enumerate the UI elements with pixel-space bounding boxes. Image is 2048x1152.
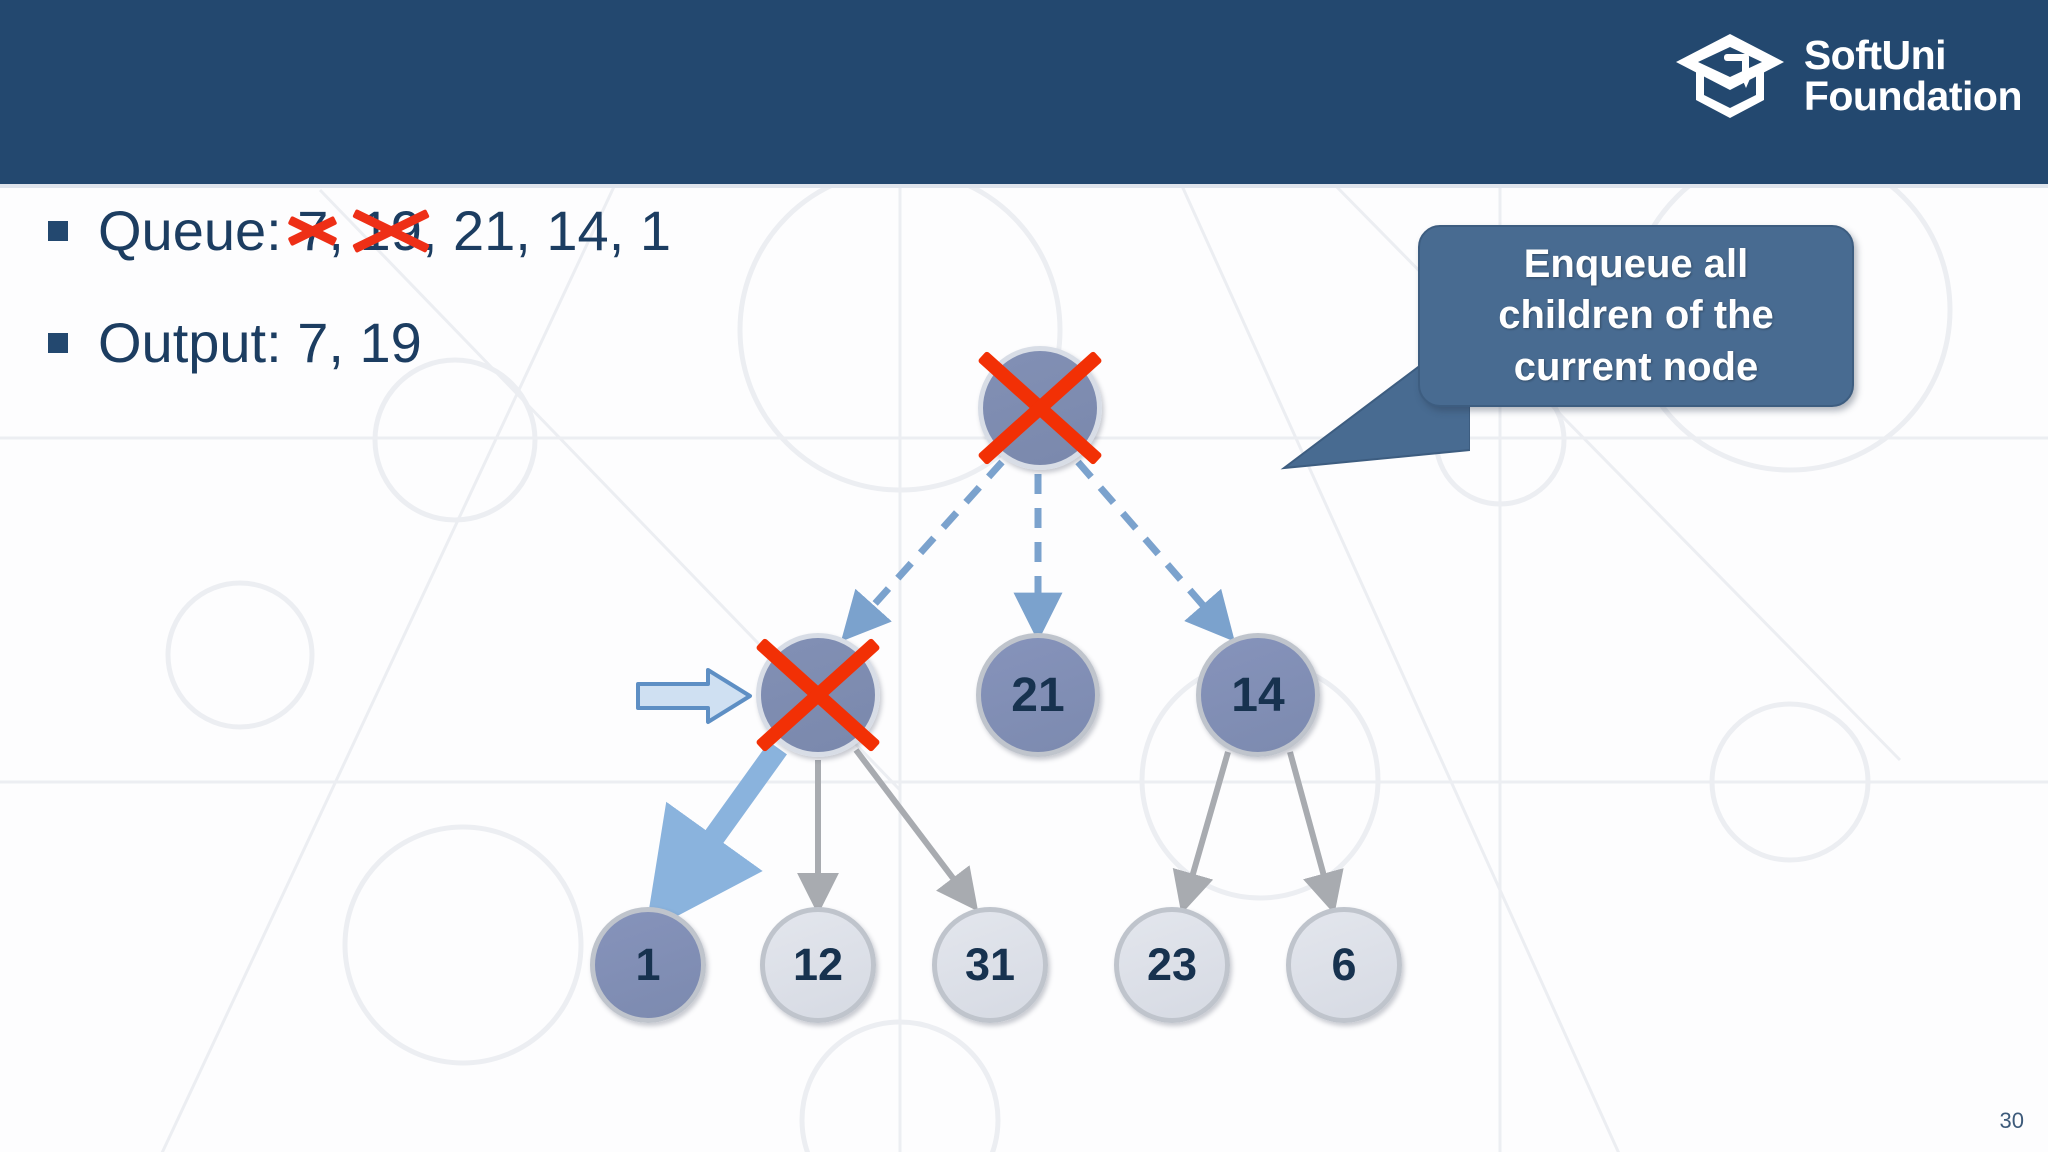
bullet-marker-icon bbox=[48, 220, 68, 241]
tree-node-label: 23 bbox=[1146, 939, 1198, 990]
queue-items-item: 1 bbox=[639, 199, 671, 262]
brand-logo: SoftUni Foundation bbox=[1674, 24, 2023, 128]
brand-logo-text: SoftUni Foundation bbox=[1803, 32, 2023, 119]
queue-items-item: 14 bbox=[546, 199, 609, 262]
queue-items: 7, 19, 21, 14, 1 bbox=[297, 199, 671, 262]
tree-node-19[interactable] bbox=[756, 633, 880, 757]
item-separator: , bbox=[328, 199, 360, 262]
edge-root-14 bbox=[1075, 459, 1235, 642]
output-items-item: 7 bbox=[297, 311, 329, 374]
tree-node-label: 21 bbox=[1011, 668, 1065, 722]
tree-node-label: 31 bbox=[964, 939, 1016, 990]
bullet-output-text: Output: 7, 19 bbox=[98, 310, 422, 375]
bullet-output-label: Output: bbox=[98, 311, 282, 374]
tree-node-label: 12 bbox=[792, 939, 844, 990]
tree-node-23[interactable]: 23 bbox=[1114, 907, 1230, 1023]
tree-node-12[interactable]: 12 bbox=[760, 907, 876, 1023]
brand-line-2: Foundation bbox=[1803, 73, 2023, 119]
output-items: 7, 19 bbox=[297, 311, 422, 374]
edge-14-23 bbox=[1172, 751, 1231, 915]
tree-node-21[interactable]: 21 bbox=[976, 633, 1100, 757]
tree-node-label: 6 bbox=[1331, 939, 1357, 990]
tree-node-7[interactable] bbox=[978, 346, 1102, 470]
callout-bubble: Enqueue all children of the current node bbox=[1418, 225, 1854, 407]
edge-19-1-highlight bbox=[645, 741, 787, 933]
bullet-marker-icon bbox=[48, 332, 68, 353]
queue-items-item: 21 bbox=[452, 199, 516, 262]
brand-line-1: SoftUni bbox=[1803, 32, 1947, 78]
item-separator: , bbox=[515, 199, 547, 262]
tree-node-1[interactable]: 1 bbox=[590, 907, 706, 1023]
bullet-queue-label: Queue: bbox=[98, 199, 282, 262]
item-separator: , bbox=[421, 199, 453, 262]
slide-number: 30 bbox=[1999, 1108, 2024, 1133]
output-items-item: 19 bbox=[359, 311, 422, 374]
bullet-queue: Queue: 7, 19, 21, 14, 1 bbox=[48, 198, 671, 263]
edge-root-19 bbox=[840, 459, 1005, 642]
edge-19-31 bbox=[853, 748, 979, 912]
tree-node-label: 1 bbox=[635, 939, 661, 990]
tree-node-31[interactable]: 31 bbox=[932, 907, 1048, 1023]
graduation-cap-icon bbox=[1675, 34, 1784, 118]
queue-items-item: 19 bbox=[359, 199, 422, 262]
right-arrow-icon bbox=[636, 668, 752, 724]
callout-text: Enqueue all children of the current node bbox=[1498, 242, 1774, 389]
bullet-output: Output: 7, 19 bbox=[48, 310, 422, 375]
header-underline bbox=[0, 184, 2048, 188]
bullet-queue-text: Queue: 7, 19, 21, 14, 1 bbox=[98, 198, 671, 263]
item-separator: , bbox=[608, 199, 640, 262]
queue-items-item: 7 bbox=[297, 199, 329, 262]
tree-node-14[interactable]: 14 bbox=[1196, 633, 1320, 757]
tree-node-label: 14 bbox=[1231, 668, 1285, 722]
item-separator: , bbox=[328, 311, 360, 374]
edge-14-6 bbox=[1287, 751, 1344, 915]
tree-node-6[interactable]: 6 bbox=[1286, 907, 1402, 1023]
